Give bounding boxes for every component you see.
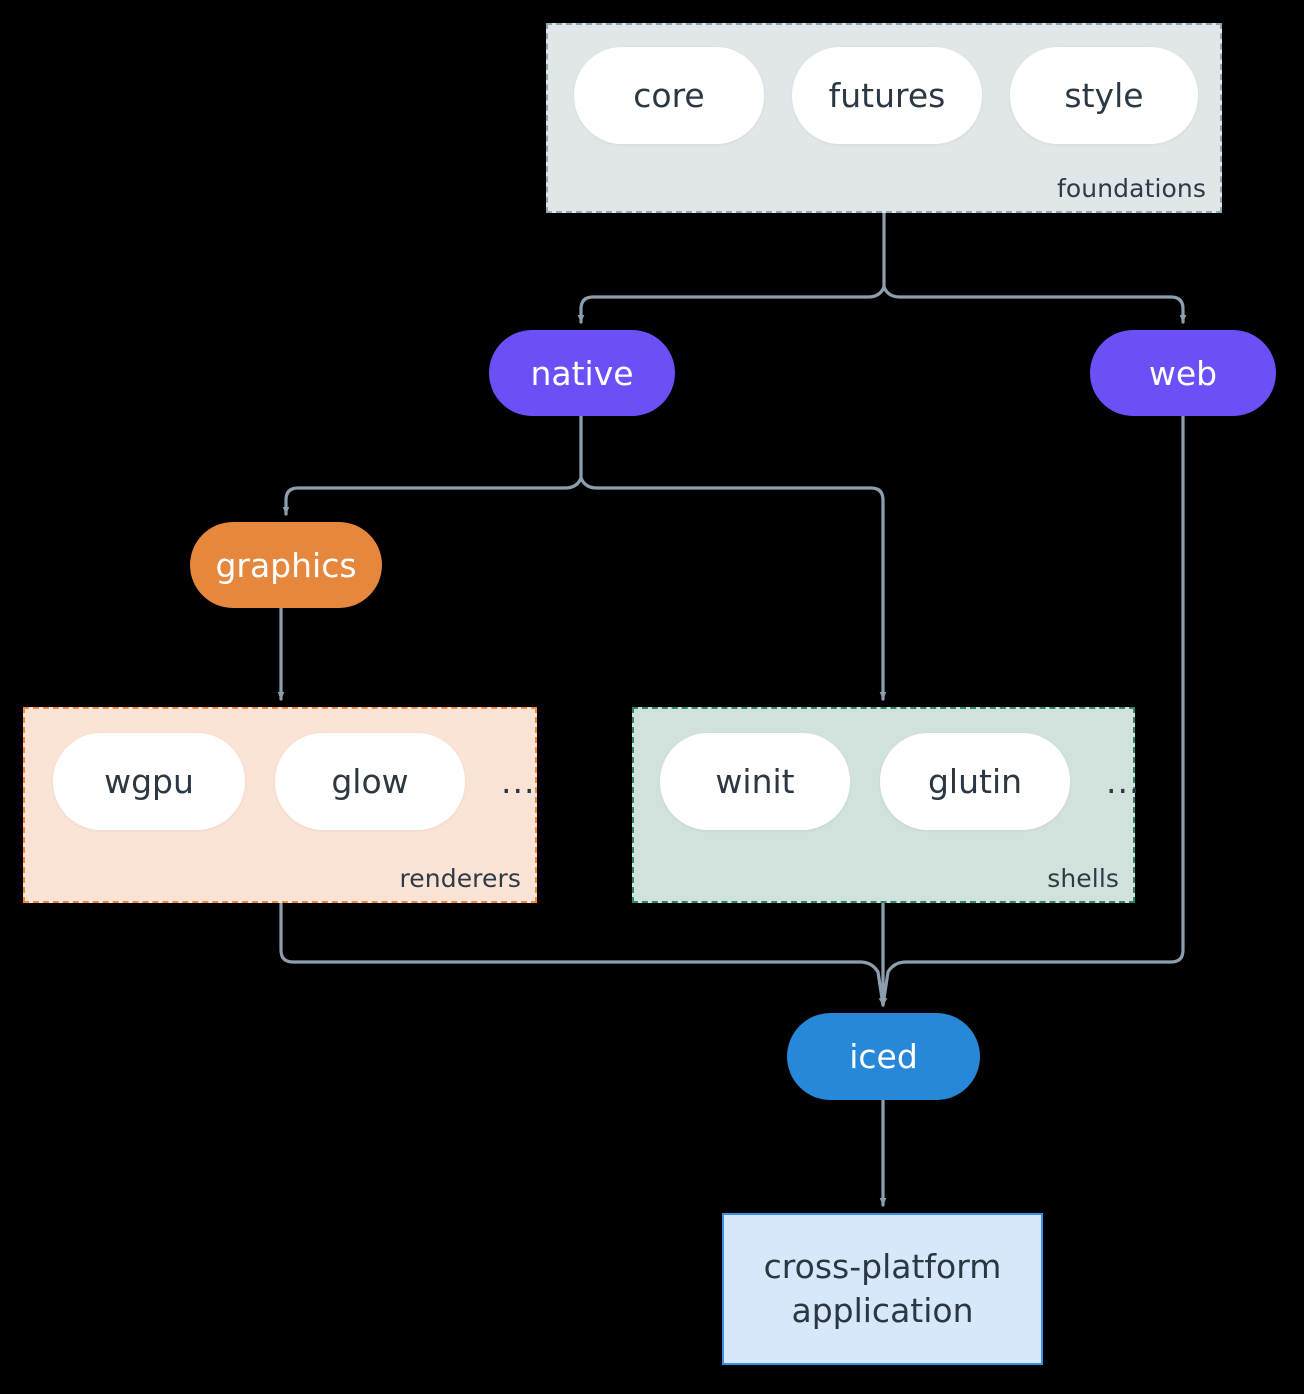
- edge-native-to-graphics: [282, 476, 583, 516]
- cluster-shells-items: winit glutin ...: [660, 733, 1140, 830]
- pill-core[interactable]: core: [574, 47, 764, 144]
- node-graphics[interactable]: graphics: [190, 522, 382, 608]
- cluster-foundations-label: foundations: [1057, 174, 1206, 203]
- pill-winit[interactable]: winit: [660, 733, 850, 830]
- cluster-renderers: wgpu glow ... renderers: [23, 707, 537, 903]
- pill-wgpu[interactable]: wgpu: [53, 733, 245, 830]
- edge-foundations-to-native: [577, 285, 886, 324]
- cluster-renderers-label: renderers: [399, 864, 521, 893]
- edge-renderers-to-iced: [279, 901, 886, 1007]
- pill-glutin[interactable]: glutin: [880, 733, 1070, 830]
- cluster-foundations: core futures style foundations: [546, 23, 1222, 213]
- cluster-shells: winit glutin ... shells: [632, 707, 1139, 903]
- renderers-ellipsis: ...: [501, 762, 536, 801]
- shells-ellipsis: ...: [1106, 762, 1141, 801]
- node-native[interactable]: native: [489, 330, 675, 416]
- cluster-shells-label: shells: [1047, 864, 1119, 893]
- edge-native-to-shells: [579, 476, 887, 701]
- node-iced[interactable]: iced: [787, 1013, 980, 1100]
- pill-style[interactable]: style: [1010, 47, 1198, 144]
- cluster-foundations-items: core futures style: [574, 47, 1198, 144]
- edge-foundations-to-web: [882, 285, 1187, 324]
- node-web[interactable]: web: [1090, 330, 1276, 416]
- cluster-renderers-items: wgpu glow ...: [53, 733, 535, 830]
- application-label-line1: cross-platform: [763, 1246, 1002, 1286]
- pill-futures[interactable]: futures: [792, 47, 982, 144]
- application-label-line2: application: [791, 1291, 974, 1330]
- node-cross-platform-application[interactable]: cross-platform application: [722, 1213, 1043, 1365]
- pill-glow[interactable]: glow: [275, 733, 465, 830]
